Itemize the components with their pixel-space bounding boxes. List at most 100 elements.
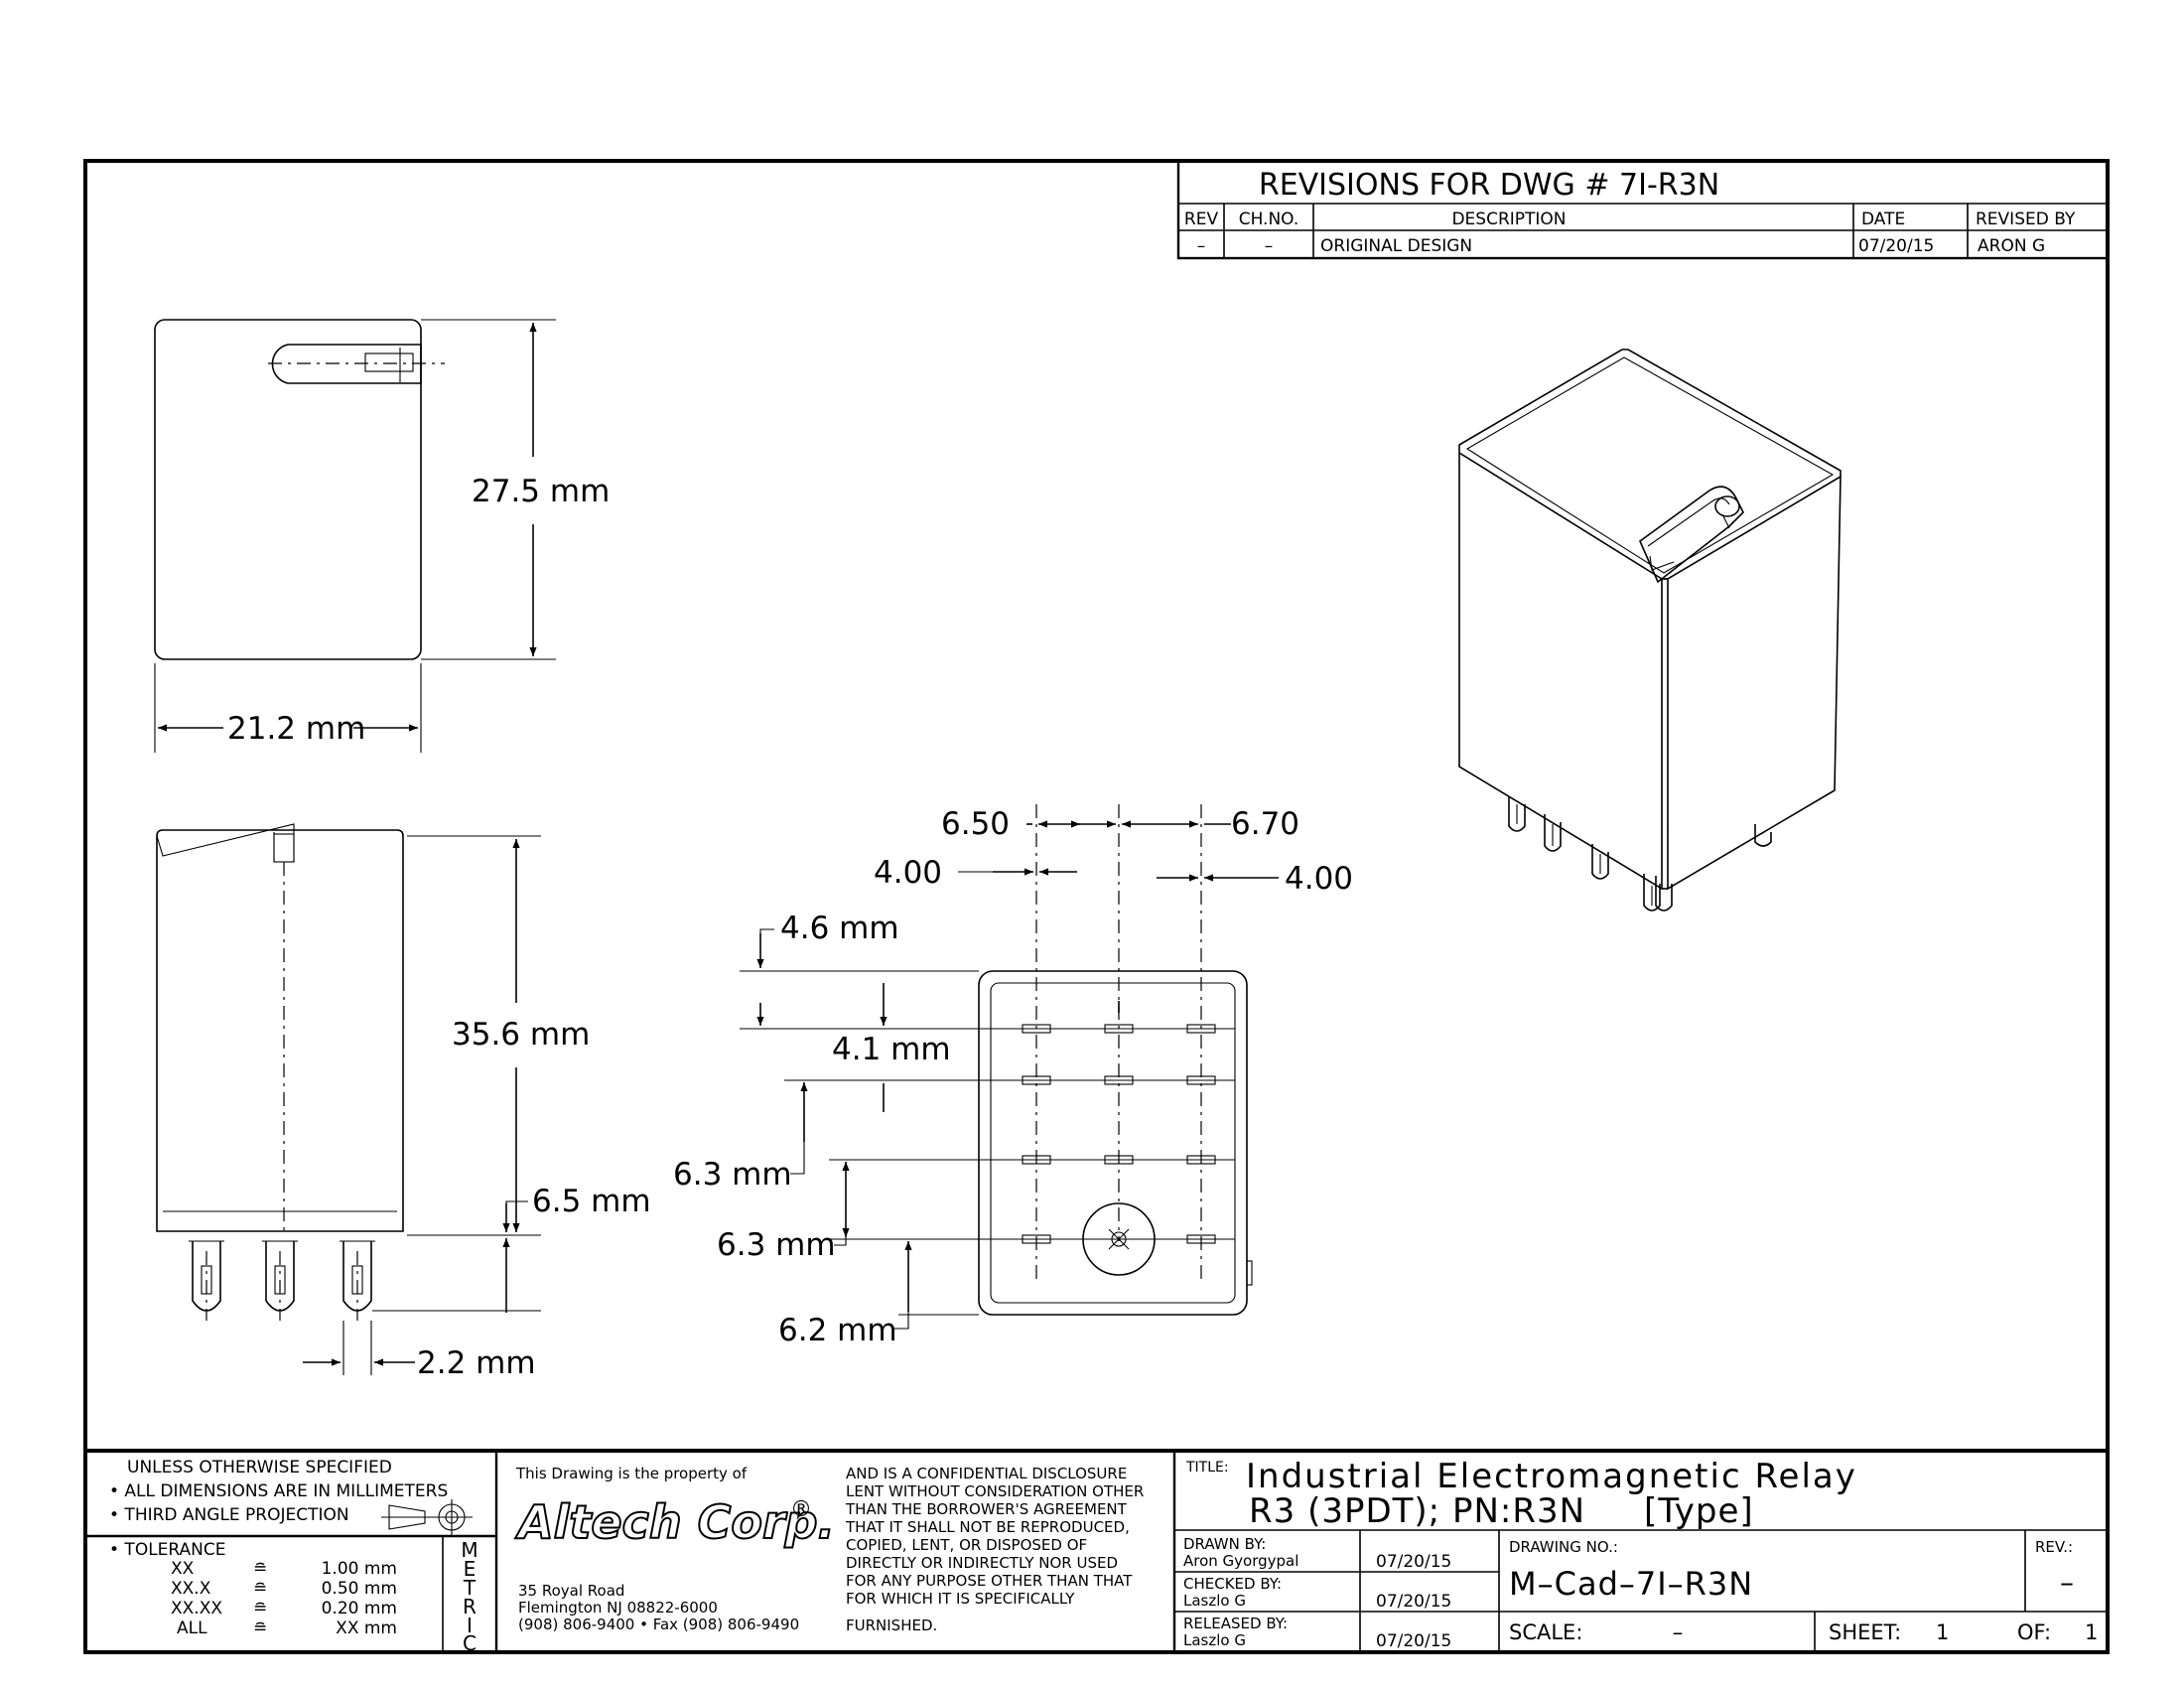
- tol-val-3: XX mm: [336, 1618, 397, 1638]
- checked-by: Laszlo G: [1183, 1592, 1246, 1610]
- revisions-title: REVISIONS FOR DWG # 7I-R3N: [1259, 168, 1719, 203]
- description-cell: ORIGINAL DESIGN: [1320, 236, 1472, 256]
- date-header: DATE: [1861, 210, 1905, 229]
- revised-by-header: REVISED BY: [1976, 210, 2076, 229]
- title-line-1: Industrial Electromagnetic Relay: [1246, 1457, 1857, 1496]
- chno-header: CH.NO.: [1239, 210, 1299, 229]
- rev-header: REV: [1184, 210, 1219, 229]
- dim-offset-right: 4.00: [1285, 861, 1353, 897]
- terminals: [1022, 1001, 1216, 1244]
- checked-by-label: CHECKED BY:: [1183, 1575, 1282, 1593]
- title-block: UNLESS OTHERWISE SPECIFIED • ALL DIMENSI…: [85, 1449, 2108, 1655]
- address-line-1: 35 Royal Road: [518, 1582, 624, 1600]
- released-date: 07/20/15: [1376, 1631, 1451, 1651]
- dim-pin-length: 6.5 mm: [532, 1184, 651, 1219]
- svg-text:FOR WHICH IT IS SPECIFICALLY: FOR WHICH IT IS SPECIFICALLY: [846, 1590, 1075, 1608]
- dim-offset-left: 4.00: [874, 855, 942, 891]
- svg-text:LENT WITHOUT CONSIDERATION OTH: LENT WITHOUT CONSIDERATION OTHER: [846, 1482, 1144, 1500]
- drawing-no-label: DRAWING NO.:: [1509, 1538, 1618, 1556]
- dim-top-width: 21.2 mm: [227, 711, 365, 747]
- svg-text:T: T: [463, 1576, 477, 1600]
- dim-row-4-6: 4.6 mm: [780, 911, 899, 946]
- svg-text:AND IS A CONFIDENTIAL DISCLOSU: AND IS A CONFIDENTIAL DISCLOSURE: [846, 1465, 1127, 1482]
- isometric-view: [1458, 349, 1842, 912]
- checked-date: 07/20/15: [1376, 1592, 1451, 1612]
- drawing-border: [83, 159, 2110, 1654]
- description-header: DESCRIPTION: [1451, 210, 1566, 229]
- rev-label: REV.:: [2035, 1538, 2073, 1556]
- svg-text:THAT IT SHALL NOT BE REPRODUCE: THAT IT SHALL NOT BE REPRODUCED,: [845, 1518, 1130, 1536]
- tolerance-label: • TOLERANCE: [109, 1540, 226, 1560]
- drawn-by: Aron Gyorgypal: [1183, 1552, 1298, 1570]
- svg-text:FURNISHED.: FURNISHED.: [846, 1617, 937, 1634]
- sheet-value: 1: [1936, 1620, 1949, 1644]
- top-view: 27.5 mm 21.2 mm: [154, 319, 610, 753]
- scale-value: –: [1673, 1620, 1684, 1644]
- side-view: 35.6 mm 6.5 mm 2.2 mm: [156, 823, 651, 1381]
- disclosure-text: AND IS A CONFIDENTIAL DISCLOSURE LENT WI…: [845, 1465, 1144, 1634]
- released-by-label: RELEASED BY:: [1183, 1615, 1288, 1632]
- svg-text:FOR ANY PURPOSE OTHER THAN THA: FOR ANY PURPOSE OTHER THAN THAT: [846, 1572, 1133, 1590]
- tol-val-1: 0.50 mm: [322, 1579, 397, 1599]
- center-socket: [1082, 1202, 1156, 1276]
- address-line-3: (908) 806-9400 • Fax (908) 806-9490: [518, 1616, 799, 1633]
- sheet-label: SHEET:: [1829, 1620, 1901, 1644]
- dim-top-height: 27.5 mm: [472, 474, 610, 509]
- dim-row-6-2: 6.2 mm: [778, 1313, 897, 1348]
- tol-sym-2: ≘: [253, 1599, 267, 1618]
- svg-text:R: R: [463, 1595, 477, 1618]
- svg-text:THAN THE BORROWER'S AGREEMENT: THAN THE BORROWER'S AGREEMENT: [845, 1500, 1128, 1518]
- tol-key-1: XX.X: [171, 1579, 211, 1599]
- dim-row-6-3a: 6.3 mm: [673, 1157, 792, 1193]
- tol-sym-0: ≘: [253, 1559, 267, 1579]
- svg-text:M: M: [461, 1538, 478, 1562]
- dim-row-4-1: 4.1 mm: [832, 1032, 951, 1067]
- drawn-by-label: DRAWN BY:: [1183, 1535, 1266, 1553]
- svg-text:COPIED, LENT, OR DISPOSED OF: COPIED, LENT, OR DISPOSED OF: [846, 1536, 1087, 1554]
- tol-key-2: XX.XX: [171, 1599, 222, 1618]
- tol-val-0: 1.00 mm: [322, 1559, 397, 1579]
- iso-pins: [1508, 797, 1772, 912]
- dim-row-6-3b: 6.3 mm: [717, 1227, 836, 1263]
- dim-side-height: 35.6 mm: [452, 1017, 590, 1053]
- tol-sym-1: ≘: [253, 1579, 267, 1599]
- address-line-2: Flemington NJ 08822-6000: [518, 1599, 718, 1617]
- third-angle-projection-icon: [381, 1499, 473, 1535]
- iso-latch: [1639, 486, 1744, 584]
- released-by: Laszlo G: [1183, 1631, 1246, 1649]
- title-line-2: R3 (3PDT); PN:R3N [Type]: [1249, 1491, 1754, 1531]
- of-label: OF:: [2017, 1620, 2051, 1644]
- svg-text:C: C: [463, 1631, 477, 1655]
- revisions-table: REVISIONS FOR DWG # 7I-R3N REV CH.NO. DE…: [1176, 159, 2110, 260]
- scale-label: SCALE:: [1509, 1620, 1582, 1644]
- of-value: 1: [2085, 1620, 2098, 1644]
- date-cell: 07/20/15: [1858, 236, 1934, 256]
- tol-sym-3: ≘: [253, 1618, 267, 1638]
- rev-value: –: [2060, 1566, 2074, 1599]
- title-label: TITLE:: [1185, 1460, 1229, 1476]
- property-of: This Drawing is the property of: [515, 1465, 748, 1482]
- drawing-no: M–Cad–7I–R3N: [1509, 1565, 1753, 1603]
- svg-text:E: E: [464, 1557, 477, 1581]
- company-logo: Altech Corp.: [515, 1495, 835, 1549]
- revised-by-cell: ARON G: [1978, 236, 2045, 256]
- dim-pitch-left: 6.50: [941, 806, 1010, 842]
- svg-text:I: I: [467, 1614, 473, 1637]
- third-angle: • THIRD ANGLE PROJECTION: [109, 1505, 349, 1525]
- all-dimensions: • ALL DIMENSIONS ARE IN MILLIMETERS: [109, 1481, 448, 1501]
- metric-label: M E T R I C: [461, 1538, 478, 1655]
- dim-pitch-right: 6.70: [1231, 806, 1299, 842]
- dim-pin-width: 2.2 mm: [417, 1345, 536, 1381]
- tol-key-3: ALL: [177, 1618, 207, 1638]
- side-pins: [189, 1240, 375, 1321]
- rev-cell: –: [1197, 236, 1206, 256]
- tol-val-2: 0.20 mm: [322, 1599, 397, 1618]
- bottom-view: 6.50 6.70 4.00 4.00 4.6 mm 4.1 mm 6.3 mm…: [673, 804, 1353, 1348]
- drawn-date: 07/20/15: [1376, 1552, 1451, 1572]
- chno-cell: –: [1265, 236, 1274, 256]
- unless-specified: UNLESS OTHERWISE SPECIFIED: [127, 1458, 392, 1477]
- tol-key-0: XX: [171, 1559, 195, 1579]
- svg-text:DIRECTLY OR INDIRECTLY NOR USE: DIRECTLY OR INDIRECTLY NOR USED: [846, 1554, 1118, 1572]
- registered-mark: ®: [790, 1497, 812, 1522]
